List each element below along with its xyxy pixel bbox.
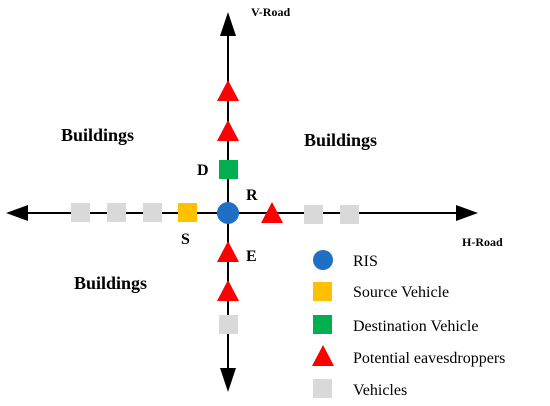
v-road-bottom-arrow bbox=[220, 368, 236, 392]
legend-destination-icon bbox=[313, 315, 332, 334]
v-road-label: V-Road bbox=[251, 5, 290, 19]
vehicle-square bbox=[219, 315, 238, 334]
legend-ris-icon bbox=[313, 250, 333, 270]
vehicle-square bbox=[107, 203, 126, 222]
legend-eavesdropper-label: Potential eavesdroppers bbox=[353, 350, 505, 367]
node-r-label: R bbox=[246, 187, 258, 204]
buildings-bottom-left-label: Buildings bbox=[74, 273, 147, 293]
source-vehicle-square bbox=[178, 203, 197, 222]
h-road-right-arrow bbox=[456, 205, 478, 221]
legend-source-icon bbox=[313, 282, 332, 301]
node-e-label: E bbox=[246, 248, 257, 265]
eavesdropper-triangle bbox=[261, 202, 283, 223]
v-road-top-arrow bbox=[220, 12, 236, 36]
eavesdropper-triangle bbox=[217, 241, 239, 262]
eavesdropper-triangle bbox=[217, 280, 239, 301]
node-s-label: S bbox=[181, 231, 190, 248]
destination-vehicle-square bbox=[219, 160, 238, 179]
legend-source-label: Source Vehicle bbox=[353, 284, 449, 301]
h-road-left-arrow bbox=[6, 205, 28, 221]
ris-circle bbox=[217, 202, 239, 224]
buildings-top-right-label: Buildings bbox=[304, 130, 377, 150]
node-d-label: D bbox=[197, 162, 209, 179]
vehicle-square bbox=[143, 203, 162, 222]
legend-eavesdropper-icon bbox=[312, 345, 334, 366]
h-road-label: H-Road bbox=[462, 235, 503, 249]
eavesdropper-triangle bbox=[217, 80, 239, 101]
legend-destination-label: Destination Vehicle bbox=[353, 318, 478, 335]
vehicle-square bbox=[340, 205, 359, 224]
eavesdropper-triangle bbox=[217, 120, 239, 141]
legend-vehicle-label: Vehicles bbox=[353, 382, 407, 399]
legend: RIS Source Vehicle Destination Vehicle P… bbox=[312, 250, 505, 399]
legend-ris-label: RIS bbox=[353, 253, 378, 270]
vehicle-square bbox=[71, 203, 90, 222]
buildings-top-left-label: Buildings bbox=[61, 125, 134, 145]
legend-vehicle-icon bbox=[313, 379, 332, 398]
vehicle-square bbox=[304, 205, 323, 224]
